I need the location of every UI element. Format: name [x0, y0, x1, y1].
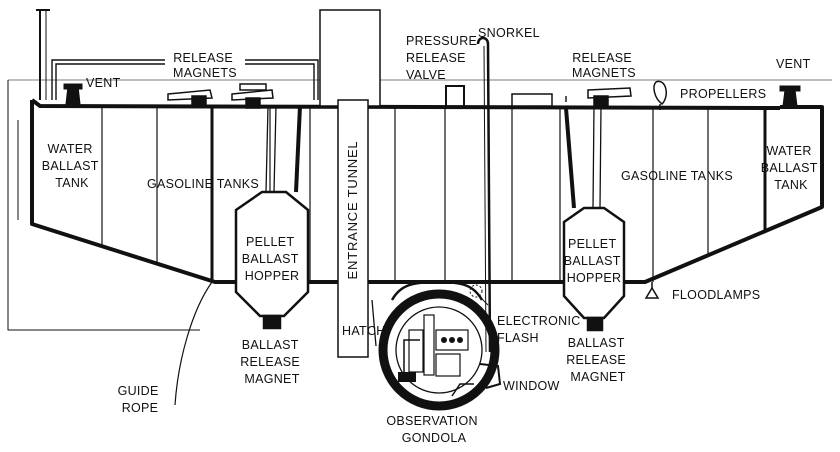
pellet-ballast-hopper-right — [562, 105, 626, 332]
release-magnet-left-2 — [231, 83, 274, 109]
label-pellet-hopper-left: PELLET BALLAST HOPPER — [242, 235, 303, 283]
tank-bulkheads — [101, 106, 767, 282]
propellers-icon — [653, 80, 668, 110]
pellet-ballast-hopper-left — [234, 105, 310, 330]
release-magnet-right-1 — [587, 87, 632, 107]
label-pressure-release-valve: PRESSURE RELEASE VALVE — [406, 34, 481, 82]
label-gasoline-tanks-left: GASOLINE TANKS — [147, 177, 259, 191]
label-release-magnets-left: RELEASE MAGNETS — [173, 51, 237, 80]
hull-outline — [30, 100, 824, 284]
release-magnet-left-1 — [167, 89, 213, 107]
diagram-labels: RELEASE MAGNETS VENT WATER BALLAST TANK … — [42, 26, 822, 445]
label-vent-left: VENT — [86, 76, 121, 90]
label-propellers: PROPELLERS — [680, 87, 766, 101]
snorkel-tube — [476, 36, 492, 353]
label-ballast-release-magnet-left: BALLAST RELEASE MAGNET — [240, 338, 304, 386]
pressure-release-valve — [445, 85, 465, 106]
deck-box-right — [511, 93, 553, 107]
floodlamp-icon — [644, 282, 660, 299]
label-hatch: HATCH — [342, 324, 386, 338]
vent-right-icon — [779, 85, 801, 107]
electronic-flash-lamp — [469, 284, 489, 306]
label-water-ballast-tank-right: WATER BALLAST TANK — [761, 144, 822, 192]
label-entrance-tunnel: ENTRANCE TUNNEL — [345, 141, 360, 280]
label-guide-rope: GUIDE ROPE — [118, 384, 163, 415]
label-release-magnets-right: RELEASE MAGNETS — [572, 51, 636, 80]
float-hull — [7, 79, 832, 331]
label-vent-right: VENT — [776, 57, 811, 71]
label-electronic-flash: ELECTRONIC FLASH — [497, 314, 584, 345]
label-gasoline-tanks-right: GASOLINE TANKS — [621, 169, 733, 183]
observation-gondola-sphere — [378, 280, 502, 411]
label-snorkel: SNORKEL — [478, 26, 540, 40]
label-pellet-hopper-right: PELLET BALLAST HOPPER — [564, 237, 625, 285]
tunnel-hatch-line — [371, 299, 377, 347]
label-floodlamps: FLOODLAMPS — [672, 288, 760, 302]
vent-left-mast — [36, 9, 50, 100]
label-water-ballast-tank-left: WATER BALLAST TANK — [42, 142, 103, 190]
label-observation-gondola: OBSERVATION GONDOLA — [386, 414, 481, 445]
label-ballast-release-magnet-right: BALLAST RELEASE MAGNET — [566, 336, 630, 384]
deck-line — [30, 98, 781, 110]
vent-left-icon — [63, 83, 83, 105]
entrance-tunnel-shaft — [319, 9, 381, 358]
label-window: WINDOW — [503, 379, 560, 393]
release-magnets-left-piping — [51, 59, 319, 100]
guide-rope-line — [174, 281, 213, 406]
